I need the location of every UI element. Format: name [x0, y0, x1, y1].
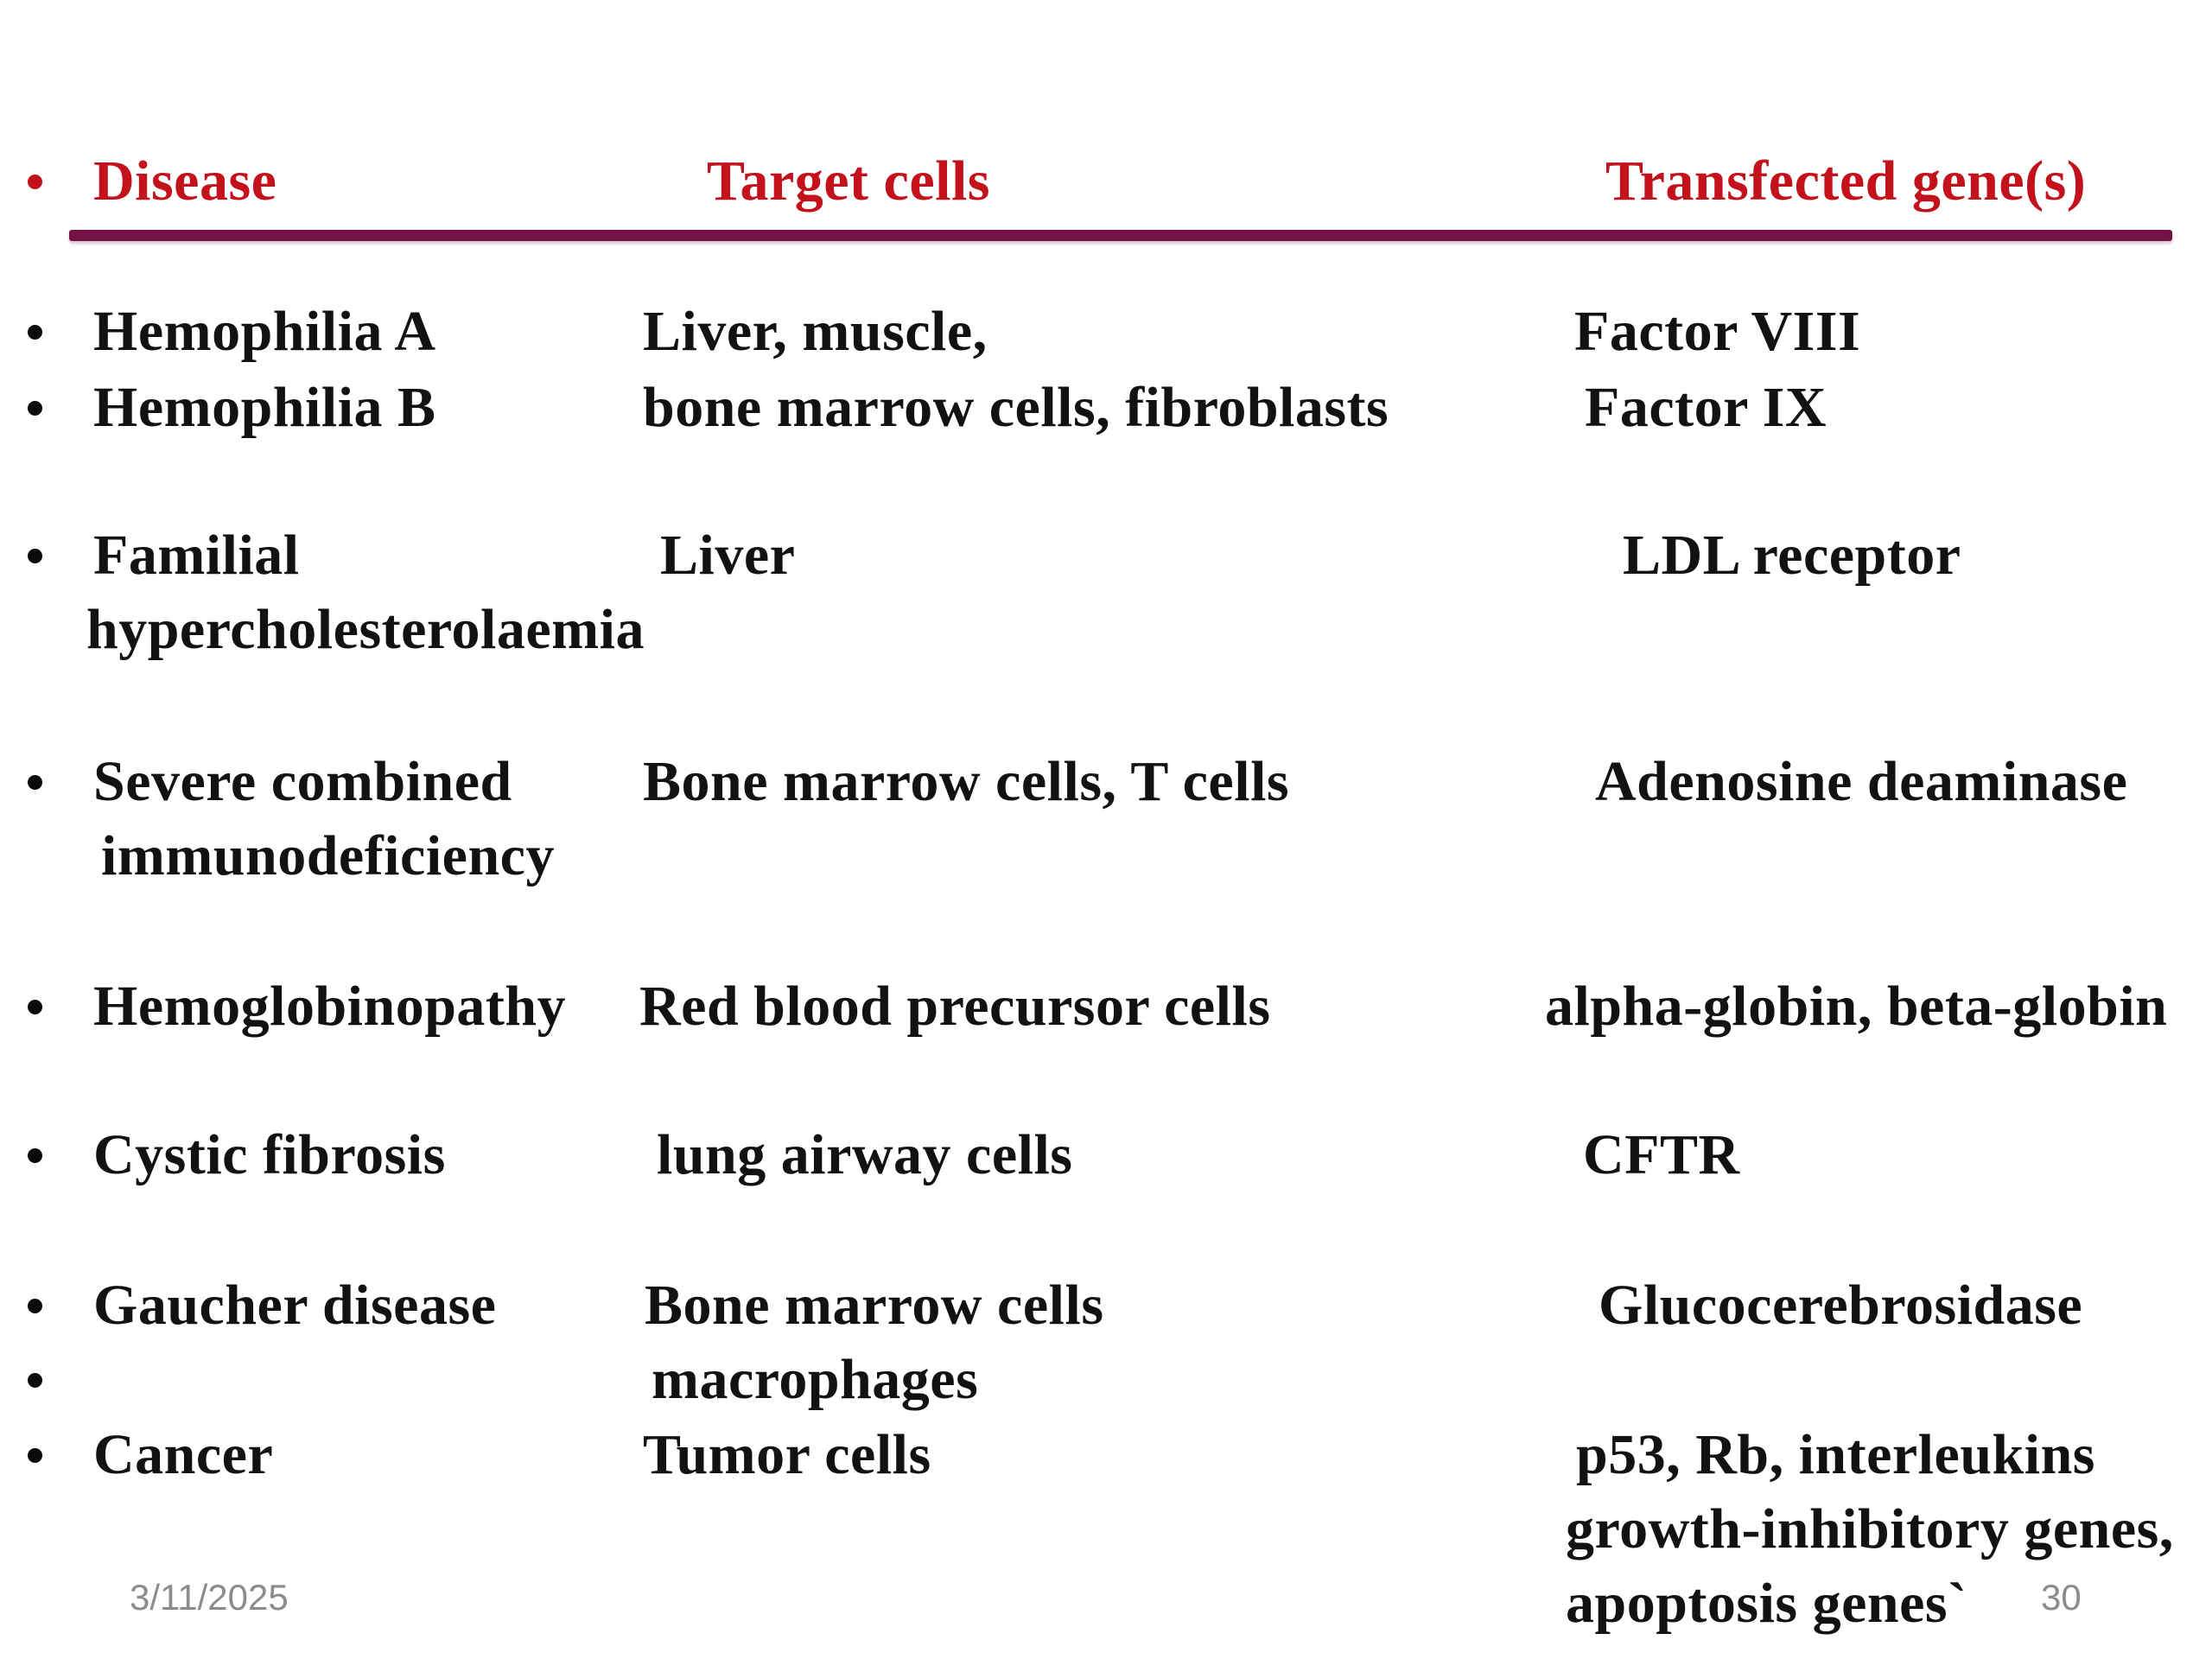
table-cell-disease: Hemophilia B [93, 376, 436, 439]
footer-page-number: 30 [2041, 1577, 2082, 1618]
table-cell-disease: Hemophilia A [93, 300, 436, 363]
column-header-transfected-genes: Transfected gene(s) [1605, 149, 2087, 213]
table-cell-disease-continuation: immunodeficiency [101, 824, 555, 887]
table-cell-genes-continuation: growth-inhibitory genes, [1566, 1497, 2174, 1560]
table-cell-genes: Factor IX [1585, 376, 1827, 439]
column-header-target-cells: Target cells [707, 149, 990, 213]
row-bullet-icon [28, 775, 42, 790]
table-cell-target: bone marrow cells, fibroblasts [643, 376, 1389, 439]
footer-date: 3/11/2025 [130, 1577, 289, 1618]
column-header-disease: Disease [93, 149, 277, 213]
row-bullet-icon [28, 401, 42, 416]
table-cell-target: Bone marrow cells, T cells [643, 750, 1290, 813]
row-bullet-icon [28, 549, 42, 563]
table-cell-genes: LDL receptor [1623, 524, 1961, 587]
table-cell-target: Tumor cells [643, 1423, 931, 1486]
table-cell-disease: Familial [93, 524, 300, 587]
row-bullet-icon [28, 1148, 42, 1163]
table-cell-genes: CFTR [1583, 1123, 1740, 1186]
table-cell-target: lung airway cells [657, 1123, 1073, 1186]
table-cell-genes-continuation: apoptosis genes` [1566, 1572, 1967, 1635]
table-cell-disease: Severe combined [93, 750, 512, 813]
table-cell-target: Red blood precursor cells [639, 975, 1271, 1038]
table-cell-genes: alpha-globin, beta-globin [1545, 975, 2168, 1038]
table-cell-disease: Gaucher disease [93, 1274, 497, 1337]
table-cell-target: Bone marrow cells [645, 1274, 1104, 1337]
header-bullet-icon [28, 175, 42, 189]
header-divider-rule [69, 230, 2172, 241]
table-cell-target-continuation: macrophages [652, 1348, 979, 1411]
table-cell-disease-continuation: hypercholesterolaemia [86, 598, 645, 661]
table-cell-genes: Factor VIII [1574, 300, 1861, 363]
table-cell-genes: Glucocerebrosidase [1599, 1274, 2083, 1337]
table-cell-disease: Cystic fibrosis [93, 1123, 446, 1186]
row-bullet-icon [28, 1373, 42, 1388]
table-cell-target: Liver, muscle, [643, 300, 988, 363]
row-bullet-icon [28, 1448, 42, 1463]
table-cell-disease: Hemoglobinopathy [93, 975, 567, 1038]
table-cell-genes: Adenosine deaminase [1595, 750, 2128, 813]
table-cell-disease: Cancer [93, 1423, 274, 1486]
table-cell-target: Liver [660, 524, 796, 587]
row-bullet-icon [28, 1000, 42, 1014]
row-bullet-icon [28, 1299, 42, 1313]
table-cell-genes: p53, Rb, interleukins [1576, 1423, 2095, 1486]
row-bullet-icon [28, 325, 42, 340]
